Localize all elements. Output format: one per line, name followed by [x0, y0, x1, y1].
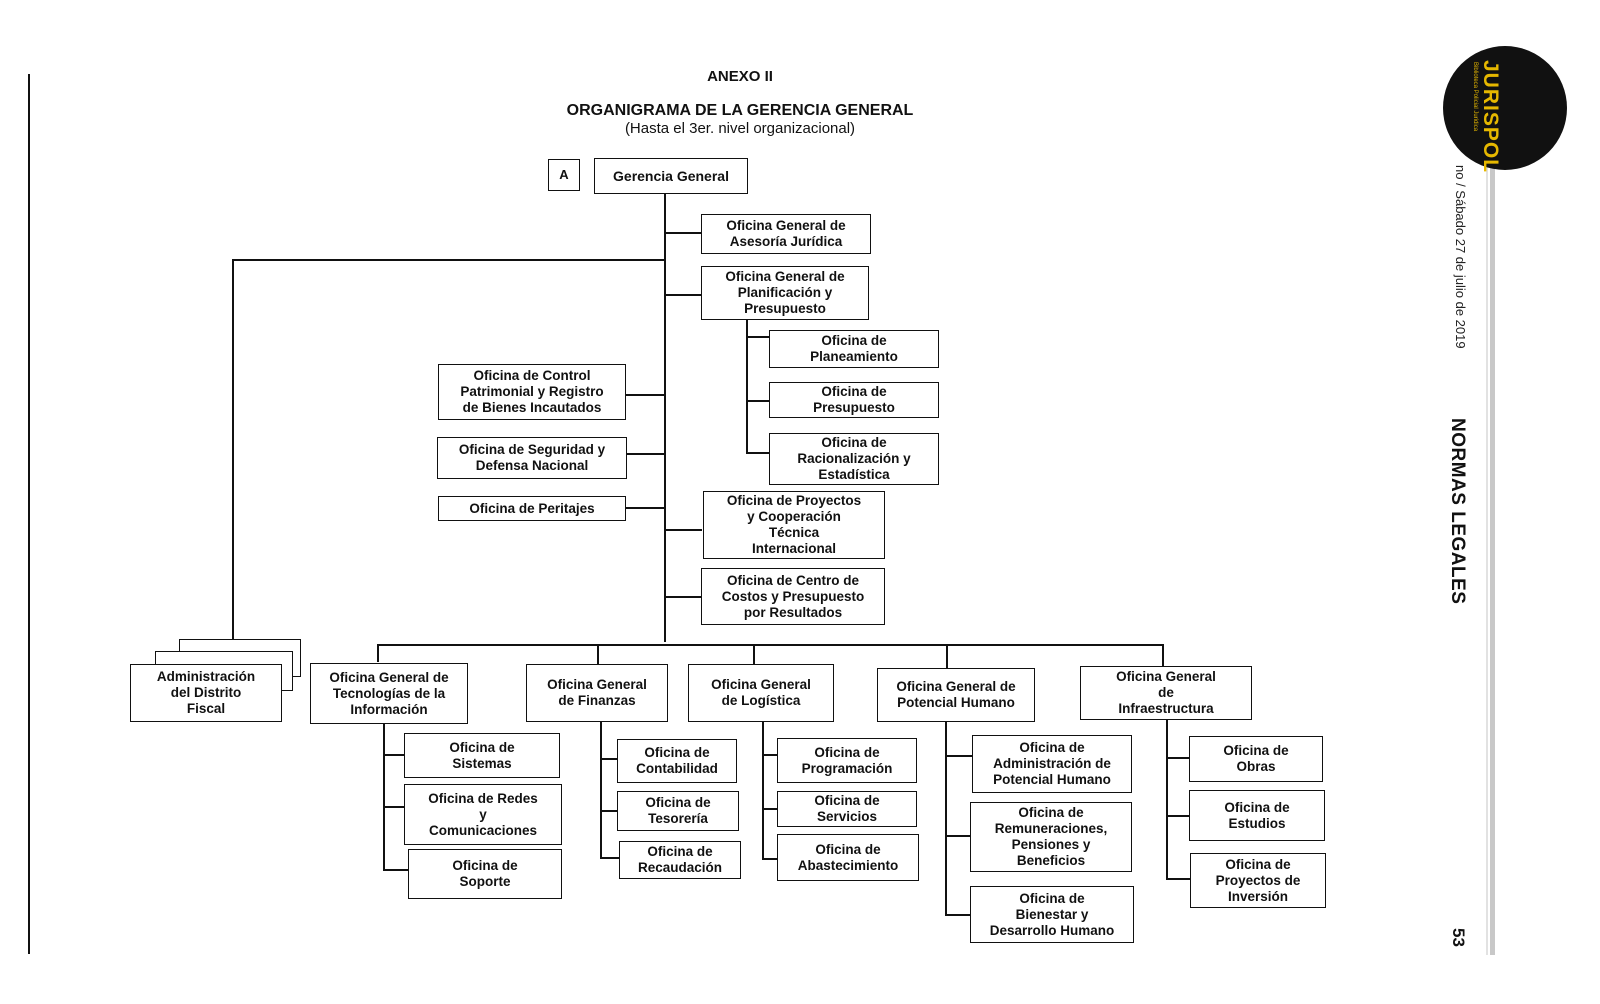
org-node-programacion: Oficina de Programación	[777, 738, 917, 783]
org-node-servicios: Oficina de Servicios	[777, 791, 917, 827]
org-node-proyectos-cooperacion: Oficina de Proyectos y Cooperación Técni…	[703, 491, 885, 559]
org-node-redes-comunicaciones: Oficina de Redes y Comunicaciones	[404, 784, 562, 845]
annex-label: ANEXO II	[707, 68, 773, 85]
org-node-administracion-potencial-humano: Oficina de Administración de Potencial H…	[972, 735, 1132, 793]
org-node-presupuesto: Oficina de Presupuesto	[769, 382, 939, 418]
page-title: ORGANIGRAMA DE LA GERENCIA GENERAL	[566, 102, 914, 119]
org-node-sistemas: Oficina de Sistemas	[404, 733, 560, 778]
org-node-proyectos-inversion: Oficina de Proyectos de Inversión	[1190, 853, 1326, 908]
org-node-asesoria-juridica: Oficina General de Asesoría Jurídica	[701, 214, 871, 254]
org-node-centro-costos: Oficina de Centro de Costos y Presupuest…	[701, 568, 885, 625]
org-node-potencial-humano: Oficina General de Potencial Humano	[877, 668, 1035, 722]
org-node-planeamiento: Oficina de Planeamiento	[769, 330, 939, 368]
section-title: NORMAS LEGALES	[1447, 418, 1468, 605]
org-node-tesoreria: Oficina de Tesorería	[617, 791, 739, 831]
org-node-racionalizacion-estadistica: Oficina de Racionalización y Estadística	[769, 433, 939, 485]
org-node-seguridad-defensa: Oficina de Seguridad y Defensa Nacional	[437, 437, 627, 479]
org-node-gerencia-general: Gerencia General	[594, 158, 748, 194]
org-node-finanzas: Oficina General de Finanzas	[526, 664, 668, 722]
org-node-control-patrimonial: Oficina de Control Patrimonial y Registr…	[438, 364, 626, 420]
org-node-bienestar-desarrollo: Oficina de Bienestar y Desarrollo Humano	[970, 886, 1134, 943]
org-node-tecnologias-informacion: Oficina General de Tecnologías de la Inf…	[310, 663, 468, 724]
org-node-contabilidad: Oficina de Contabilidad	[617, 739, 737, 783]
org-node-estudios: Oficina de Estudios	[1189, 790, 1325, 841]
jurispol-logo-text: JURISPOL	[1479, 60, 1502, 174]
org-node-soporte: Oficina de Soporte	[408, 849, 562, 899]
page-number: 53	[1449, 928, 1468, 947]
left-margin-rule	[28, 74, 30, 954]
org-node-logistica: Oficina General de Logística	[688, 664, 834, 722]
right-margin-rule-light	[1486, 50, 1488, 955]
annex-tag: A	[548, 159, 580, 191]
issue-date-label: no / Sábado 27 de julio de 2019	[1453, 165, 1468, 349]
org-node-administracion-distrito-fiscal: Administración del Distrito Fiscal	[130, 664, 282, 722]
org-node-peritajes: Oficina de Peritajes	[438, 496, 626, 521]
jurispol-logo-tagline: Biblioteca Policial Juridica	[1472, 62, 1478, 132]
org-node-recaudacion: Oficina de Recaudación	[619, 841, 741, 879]
org-node-infraestructura: Oficina General de Infraestructura	[1080, 666, 1252, 720]
page-subtitle: (Hasta el 3er. nivel organizacional)	[624, 120, 856, 137]
right-margin-rule	[1490, 50, 1495, 955]
org-node-abastecimiento: Oficina de Abastecimiento	[777, 834, 919, 881]
org-node-planificacion-presupuesto: Oficina General de Planificación y Presu…	[701, 266, 869, 320]
jurispol-logo	[1443, 46, 1567, 170]
org-node-obras: Oficina de Obras	[1189, 736, 1323, 782]
org-node-remuneraciones: Oficina de Remuneraciones, Pensiones y B…	[970, 802, 1132, 872]
